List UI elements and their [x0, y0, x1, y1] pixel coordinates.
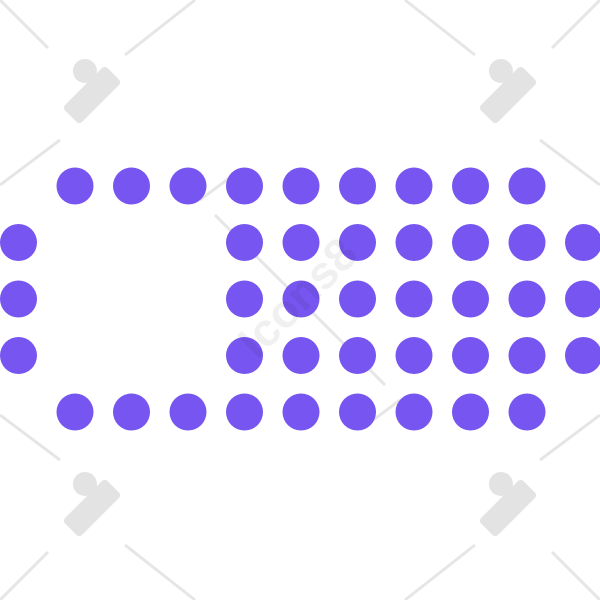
battery-outline-left-dot	[0, 224, 37, 261]
battery-outline-bottom-dot	[452, 393, 489, 431]
icons8-logo	[479, 58, 537, 124]
battery-charge-dot	[395, 224, 433, 261]
battery-charge-dot	[339, 224, 376, 261]
battery-outline-top-dot	[395, 167, 433, 205]
battery-charge-dot	[226, 337, 263, 374]
battery-charge-dot	[226, 280, 263, 318]
battery-charge-dot	[508, 337, 546, 374]
battery-charge-dot	[339, 280, 376, 318]
battery-outline-bottom-dot	[56, 393, 94, 431]
battery-charge-dot	[508, 280, 546, 318]
battery-charge-dot	[226, 224, 263, 261]
battery-charge-dot	[452, 224, 489, 261]
battery-charge-dot	[282, 337, 320, 374]
battery-outline-bottom-dot	[282, 393, 320, 431]
battery-charge-dot	[508, 224, 546, 261]
battery-outline-top-dot	[113, 167, 150, 205]
battery-outline-bottom-dot	[508, 393, 546, 431]
battery-outline-top-dot	[226, 167, 263, 205]
battery-outline-left-dot	[0, 337, 37, 374]
battery-charge-dot	[395, 280, 433, 318]
icons8-logo	[63, 58, 121, 124]
battery-dots-icon	[0, 167, 600, 431]
battery-terminal-dot	[565, 280, 600, 318]
battery-outline-top-dot	[169, 167, 207, 205]
battery-outline-top-dot	[452, 167, 489, 205]
battery-terminal-dot	[565, 337, 600, 374]
battery-outline-bottom-dot	[113, 393, 150, 431]
battery-outline-bottom-dot	[395, 393, 433, 431]
battery-outline-bottom-dot	[226, 393, 263, 431]
battery-charge-dot	[395, 337, 433, 374]
icons8-logo	[63, 471, 121, 537]
battery-charge-dot	[282, 280, 320, 318]
battery-outline-left-dot	[0, 280, 37, 318]
battery-charge-dot	[452, 337, 489, 374]
battery-outline-top-dot	[56, 167, 94, 205]
battery-outline-top-dot	[339, 167, 376, 205]
battery-terminal-dot	[565, 224, 600, 261]
battery-charge-dot	[282, 224, 320, 261]
battery-outline-top-dot	[508, 167, 546, 205]
battery-charge-dot	[452, 280, 489, 318]
battery-outline-bottom-dot	[339, 393, 376, 431]
battery-outline-top-dot	[282, 167, 320, 205]
icons8-logo	[479, 471, 537, 537]
battery-outline-bottom-dot	[169, 393, 207, 431]
battery-charge-dot	[339, 337, 376, 374]
